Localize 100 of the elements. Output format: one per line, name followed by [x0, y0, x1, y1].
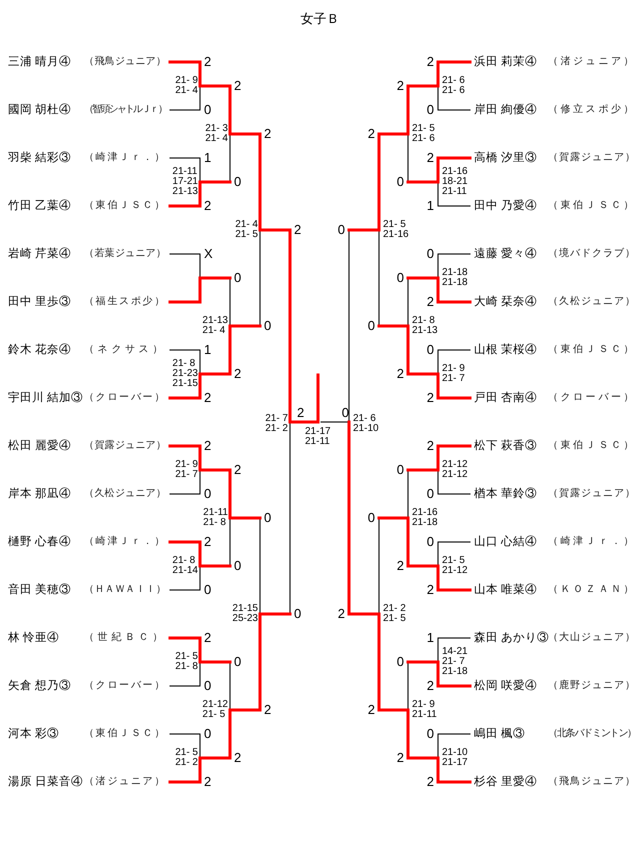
game-score: 21-12 [442, 460, 468, 470]
bracket-line [168, 396, 202, 400]
bracket-line [198, 636, 232, 664]
score: 2 [200, 438, 216, 454]
club-name: （東伯ＪＳＣ） [548, 198, 636, 213]
club-name: （クローバー） [84, 679, 166, 693]
game-score: 21-18 [442, 278, 468, 288]
bracket-line [316, 374, 320, 424]
game-score: 21-13 [202, 316, 228, 326]
game-score: 21-11 [305, 437, 331, 447]
bracket-line [198, 540, 232, 568]
bracket-line [258, 612, 292, 712]
club-name: （渚ジュニア） [84, 774, 166, 789]
game-score: 21- 7 [442, 657, 466, 667]
score: 2 [392, 366, 408, 382]
score: 2 [200, 534, 216, 550]
score: 0 [392, 174, 408, 190]
score: 2 [230, 366, 246, 382]
club-name: （ＨＡＷＡＩＩ） [84, 583, 166, 597]
bracket-line [168, 444, 202, 448]
club-name: （崎津Ｊｒ．） [84, 534, 166, 549]
bracket-line [198, 444, 232, 472]
game-score: 21-18 [442, 268, 468, 278]
game-score: 21- 5 [175, 652, 198, 662]
score: 2 [200, 198, 216, 214]
bracket-line [228, 708, 262, 760]
game-score: 21-13 [412, 326, 438, 336]
score: 2 [333, 606, 349, 622]
bracket-line [406, 276, 440, 304]
player-name: 楢本 華鈴③ [474, 486, 538, 502]
bracket-line [168, 540, 202, 544]
game-score: 21- 2 [175, 758, 198, 768]
game-score: 21-12 [442, 470, 468, 480]
score: 0 [260, 510, 276, 526]
club-name: （世紀ＢＣ） [84, 630, 166, 645]
player-name: 河本 彩③ [8, 726, 60, 742]
player-name: 山根 茉桜④ [474, 342, 538, 358]
player-name: 樋野 心春④ [8, 534, 72, 550]
club-name: （ネクサス） [84, 343, 166, 357]
player-name: 高橋 汐里③ [474, 150, 538, 166]
bracket-line [378, 84, 410, 136]
score: 0 [230, 174, 246, 190]
bracket-line [436, 684, 472, 688]
bracket-line [378, 516, 410, 568]
club-name: （賀露ジュニア） [84, 439, 166, 453]
game-score: 21- 5 [383, 220, 407, 230]
club-name: （智頭シャトルＪｒ） [84, 103, 166, 117]
player-name: 大崎 栞奈④ [474, 294, 538, 310]
player-name: 音田 美穂③ [8, 582, 72, 598]
game-score: 25-23 [232, 614, 258, 624]
game-score: 21- 6 [442, 76, 465, 86]
bracket-line [168, 60, 202, 64]
score: 2 [392, 78, 408, 94]
game-score: 21- 4 [235, 220, 258, 230]
club-name: （飛鳥ジュニア） [84, 55, 166, 69]
score: 0 [333, 222, 349, 238]
game-score: 21- 5 [442, 556, 466, 566]
game-score: 21-15 [232, 604, 258, 614]
player-name: 山口 心結④ [474, 534, 538, 550]
game-score: 21- 6 [412, 134, 435, 144]
score: 2 [392, 750, 408, 766]
player-name: 鈴木 花奈④ [8, 342, 72, 358]
club-name: （福生スポ少） [84, 294, 166, 309]
score: 2 [200, 54, 216, 70]
club-name: （東伯ＪＳＣ） [84, 198, 166, 213]
game-score: 21-18 [442, 667, 468, 677]
game-score: 18-21 [442, 177, 468, 187]
game-score: 21-10 [442, 748, 468, 758]
score: 0 [392, 462, 408, 478]
bracket-line [258, 132, 292, 232]
club-name: （大山ジュニア） [548, 630, 636, 645]
bracket-line [348, 612, 380, 712]
game-score: 21- 7 [175, 470, 198, 480]
score: 2 [422, 774, 438, 790]
game-score: 21- 9 [175, 76, 198, 86]
club-name: （北条バドミントン） [548, 726, 636, 741]
game-score: 21-16 [442, 167, 468, 177]
game-score: 21-12 [442, 566, 468, 576]
score: 2 [200, 390, 216, 406]
club-name: （クローバー） [84, 391, 166, 405]
game-score: 21-14 [172, 566, 198, 576]
game-score: 21-11 [172, 167, 198, 177]
game-score: 21- 5 [175, 748, 198, 758]
game-score: 21- 8 [412, 316, 436, 326]
bracket-line [406, 372, 440, 400]
bracket-line [228, 468, 262, 520]
bracket-line [406, 444, 440, 472]
score: 2 [422, 678, 438, 694]
score: 0 [321, 404, 349, 422]
game-score: 21- 8 [172, 359, 196, 369]
game-score: 21- 2 [265, 424, 288, 434]
player-name: 田中 乃愛④ [474, 198, 538, 214]
club-name: （崎津Ｊｒ．） [548, 534, 636, 549]
bracket-line [378, 324, 410, 376]
score: 0 [392, 654, 408, 670]
game-score: 21- 8 [175, 662, 198, 672]
player-name: 田中 里歩③ [8, 294, 72, 310]
player-name: 國岡 胡杜④ [8, 102, 72, 118]
game-score: 21- 6 [353, 414, 377, 424]
bracket-line [228, 84, 262, 136]
